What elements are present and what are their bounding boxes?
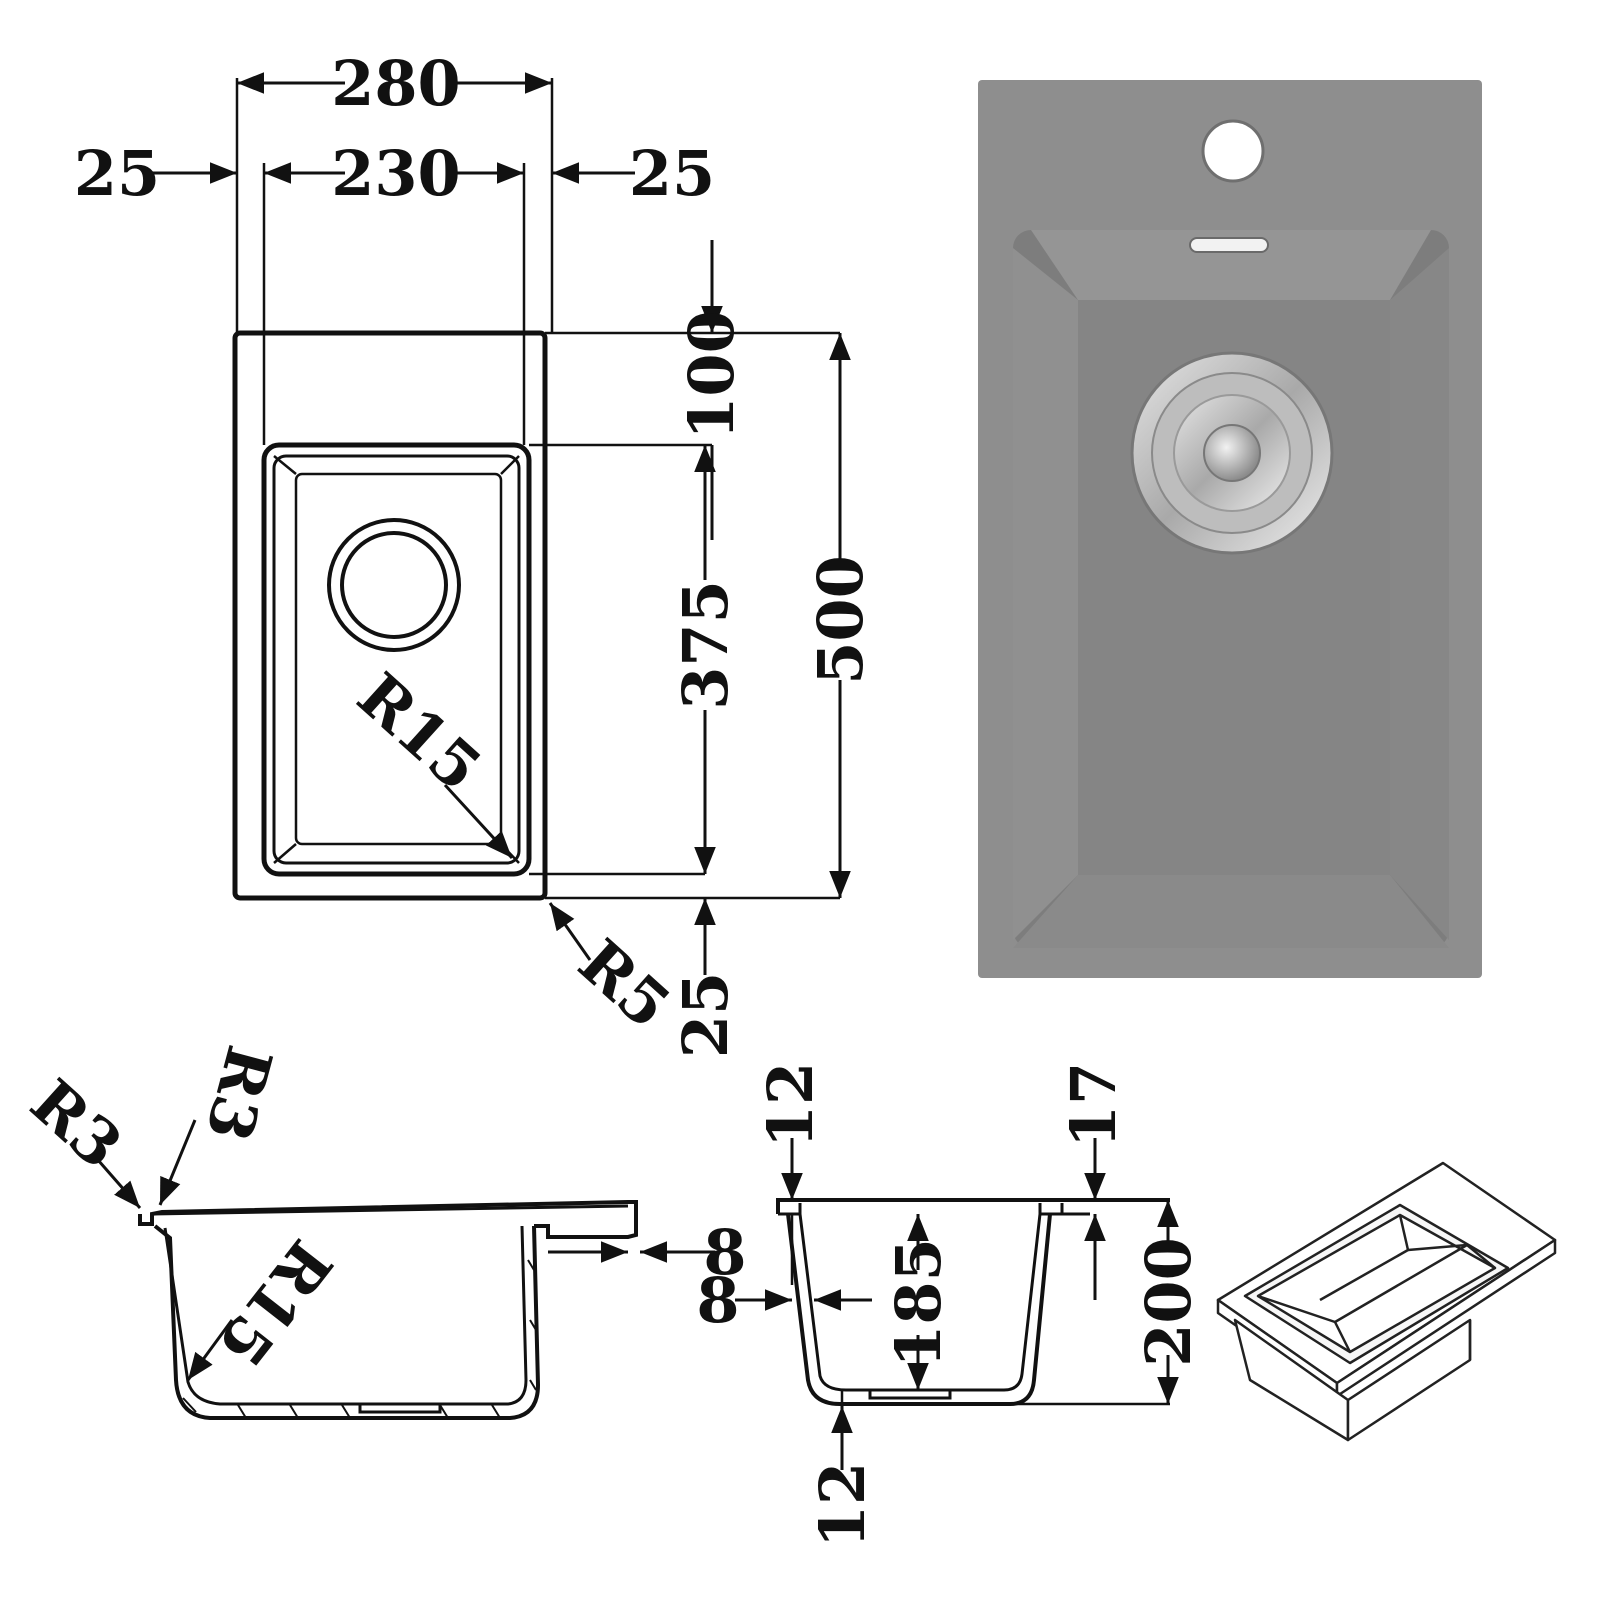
dim-top-ledge: 100: [675, 310, 748, 439]
dim-overall-width: 280: [331, 47, 460, 120]
section-view-drawing: 12 17 8 185 200 12: [696, 1062, 1205, 1548]
label-rim-radius-left: R3: [17, 1065, 136, 1183]
dim-right-margin: 25: [629, 137, 715, 210]
product-photo: [978, 80, 1482, 978]
dim-ledge-thickness: 8: [703, 1216, 746, 1289]
dim-bottom-margin: 25: [669, 972, 742, 1058]
dim-ledge-offset: 17: [1057, 1062, 1130, 1148]
dim-bottom-thickness: 12: [806, 1462, 879, 1548]
label-side-bowl-radius: R15: [204, 1226, 346, 1380]
dim-rim-thickness: 12: [754, 1062, 827, 1148]
label-outer-radius: R5: [565, 925, 684, 1043]
dim-total-depth: 200: [1132, 1237, 1205, 1366]
faucet-hole: [1201, 119, 1265, 183]
overflow-slot: [1189, 237, 1269, 253]
top-view-drawing: 280 230 25 25 100 375 500 25 R15 R5: [74, 47, 877, 1058]
dim-bowl-depth: 185: [882, 1238, 955, 1367]
dim-overall-length: 500: [804, 555, 877, 684]
label-bowl-radius: R15: [344, 659, 495, 805]
dim-bowl-length: 375: [669, 580, 742, 709]
dim-bowl-width: 230: [331, 137, 460, 210]
label-rim-radius-top: R3: [191, 1038, 286, 1148]
bowl-outline: [261, 442, 532, 877]
dim-left-margin: 25: [74, 137, 160, 210]
sink-outline: [232, 330, 548, 901]
isometric-sink-drawing: [1216, 1161, 1557, 1442]
side-view-drawing: R3 R3 R15 8: [17, 1038, 747, 1420]
drain-outline: [327, 518, 461, 652]
dim-wall-thickness: 8: [696, 1264, 739, 1337]
